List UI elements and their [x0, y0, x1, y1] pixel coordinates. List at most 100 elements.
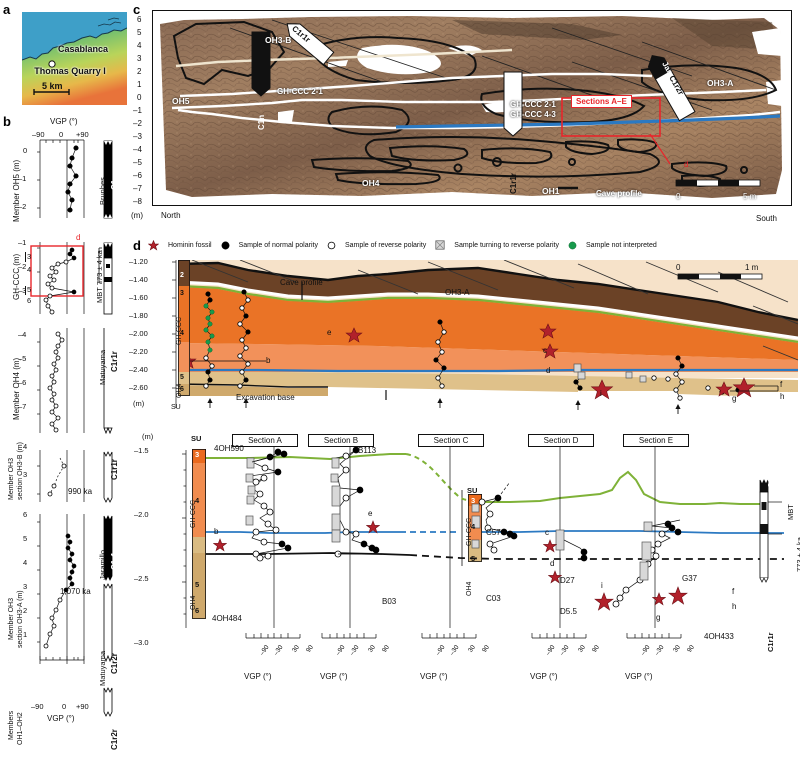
vgp-d-axis-title: VGP (°) — [530, 672, 558, 681]
d-sec-depth-0: –1.20 — [129, 257, 148, 266]
d-sec-fossil-label-f: f — [780, 380, 783, 389]
panel-c-chron-c1n: C1n — [257, 114, 266, 130]
d-log-su-4: 4 — [195, 496, 200, 505]
panel-c-ytick-n1: –1 — [133, 106, 142, 115]
section-title-e[interactable]: Section E — [623, 434, 689, 447]
ghccc-depth-2: –3 — [18, 286, 27, 295]
panel-c-ytick-n4: –4 — [133, 145, 142, 154]
oh3a-depth-5: 1 — [23, 630, 28, 639]
panel-b-age-mbt: MBT 773 ± 4 ka — [95, 250, 104, 303]
legend-text-reverse: Sample of reverse polarity — [344, 241, 427, 249]
d-sec-fossil-label-c: c — [543, 346, 547, 355]
panel-b-su-div-2 — [25, 286, 26, 295]
legend-green-circle-icon — [568, 241, 577, 250]
d-sec-su-4: 4 — [180, 330, 184, 337]
d-sec-group-oh4: OH4 — [176, 383, 183, 398]
d-sec-fossil-label-b: b — [266, 356, 271, 365]
panel-b-ylabel-oh3a-1: Member OH3 — [8, 597, 15, 640]
panel-b-age-1070: 1,070 ka — [60, 587, 91, 596]
panel-b-epoch-matuyama: Matuyama — [98, 349, 107, 385]
d-sec-excavation-label: Excavation base — [236, 393, 295, 402]
d-sec-depth-5: –2.20 — [129, 347, 148, 356]
panel-c-horizon-ghccc21-left: GH-CCC 2-1 — [277, 87, 323, 96]
panel-b-epoch-jaramillo: Jaramillo — [98, 549, 107, 580]
map-label-site: Thomas Quarry I — [34, 66, 106, 76]
panel-c-ytick-n3: –3 — [133, 132, 142, 141]
d-log-sample-d55: D5.5 — [560, 607, 577, 616]
d-sec-depth-2: –1.60 — [129, 293, 148, 302]
d-log-fossil-label-c: c — [545, 528, 549, 537]
d-sec-su-header: SU — [171, 404, 181, 411]
fossil-c — [539, 323, 557, 339]
d-sec-fossil-label-d: d — [546, 366, 551, 375]
panel-c-ytick-0: 0 — [137, 93, 142, 102]
section-title-b[interactable]: Section B — [308, 434, 374, 447]
panel-b-su-div-1 — [25, 252, 26, 262]
d-log-fossil-label-h: h — [732, 602, 737, 611]
d-sec-su-6: 6 — [180, 386, 184, 393]
panel-b-bottom-axis-title: VGP (°) — [47, 714, 75, 723]
panel-b-chron-c1r2r-2: C1r2r — [110, 729, 119, 750]
legend-text-turning: Sample turning to reverse polarity — [454, 241, 559, 249]
d-log-su-6: 6 — [195, 606, 200, 615]
oh3a-depth-2: 4 — [23, 558, 28, 567]
d-sec-depth-4: –2.00 — [129, 329, 148, 338]
panel-b-ylabel-oh1oh2-2: OH1–OH2 — [17, 712, 24, 745]
panel-b-ylabel-oh3b-1: Member OH3 — [8, 457, 15, 500]
panel-c-ytick-4: 4 — [137, 41, 142, 50]
section-title-d[interactable]: Section D — [528, 434, 594, 447]
panel-b-chron-c1n: C1n — [110, 174, 119, 190]
legend-text-hominin: Hominin fossil — [168, 241, 212, 249]
panel-b-inset-d-label: d — [76, 233, 81, 242]
panel-c-member-oh1: OH1 — [542, 186, 560, 196]
oh4-depth-1: –5 — [18, 354, 27, 363]
d-log-fossil-f — [668, 586, 688, 606]
panel-b-chron-c1r2r: C1r2r — [110, 653, 119, 674]
fossil-f — [732, 377, 756, 398]
oh5-depth-2: –2 — [18, 202, 27, 211]
oh4-depth-0: –4 — [18, 330, 27, 339]
panel-c-ytick-6: 6 — [137, 15, 142, 24]
d-log-fossil-e — [366, 520, 380, 534]
panel-c-ytick-5: 5 — [137, 28, 142, 37]
d-sec-depth-1: –1.40 — [129, 275, 148, 284]
d-sec-fossil-label-e: e — [327, 328, 332, 337]
panel-c-member-oh5: OH5 — [172, 96, 190, 106]
d-log-sample-c03: C03 — [486, 594, 501, 603]
oh3a-depth-0: 6 — [23, 510, 28, 519]
d-log-group-mid-ghccc: GH-CCC — [466, 518, 473, 546]
d-log-fossil-i — [594, 592, 614, 612]
panel-c-member-oh4: OH4 — [362, 178, 380, 188]
oh3b-depth-1: 3 — [23, 470, 28, 479]
fossil-i — [590, 379, 614, 400]
d-log-fossil-g — [652, 592, 666, 606]
section-title-a[interactable]: Section A — [232, 434, 298, 447]
d-log-group-oh4: OH4 — [190, 595, 197, 610]
panel-b-btick-pos90: +90 — [76, 702, 89, 711]
panel-b-tick-pos90: +90 — [76, 130, 89, 139]
d-log-chron-mbt: MBT — [786, 504, 795, 520]
d-log-sample-g37: G37 — [682, 574, 698, 583]
panel-c-ytick-2: 2 — [137, 67, 142, 76]
vgp-b-axis-title: VGP (°) — [320, 672, 348, 681]
d-log-fossil-label-i: i — [601, 581, 603, 590]
legend-text-notinterp: Sample not interpreted — [585, 241, 657, 249]
d-log-su-mid-4: 4 — [471, 522, 476, 531]
panel-c-ytick-n7: –7 — [133, 184, 142, 193]
d-log-fossil-label-d: d — [550, 559, 555, 568]
d-log-fossil-label-e: e — [368, 509, 373, 518]
d-log-sample-4oh433: 4OH433 — [704, 632, 734, 641]
d-log-su-5: 5 — [195, 580, 200, 589]
d-sec-scale-0: 0 — [676, 263, 681, 272]
panel-b-epoch-matuyama-2: Matuyama — [98, 650, 107, 686]
fossil-g — [715, 381, 733, 397]
d-sec-fossil-label-h: h — [780, 392, 785, 401]
panel-d-legend: Hominin fossil Sample of normal polarity… — [148, 237, 800, 253]
panel-c-north: North — [161, 211, 181, 220]
d-sec-depth-6: –2.40 — [129, 365, 148, 374]
section-title-c[interactable]: Section C — [418, 434, 484, 447]
d-log-su-header-left: SU — [191, 434, 202, 443]
vgp-c-axis-title: VGP (°) — [420, 672, 448, 681]
d-sec-caveprofile-label: Cave profile — [280, 278, 323, 287]
panel-c-ytick-n6: –6 — [133, 171, 142, 180]
